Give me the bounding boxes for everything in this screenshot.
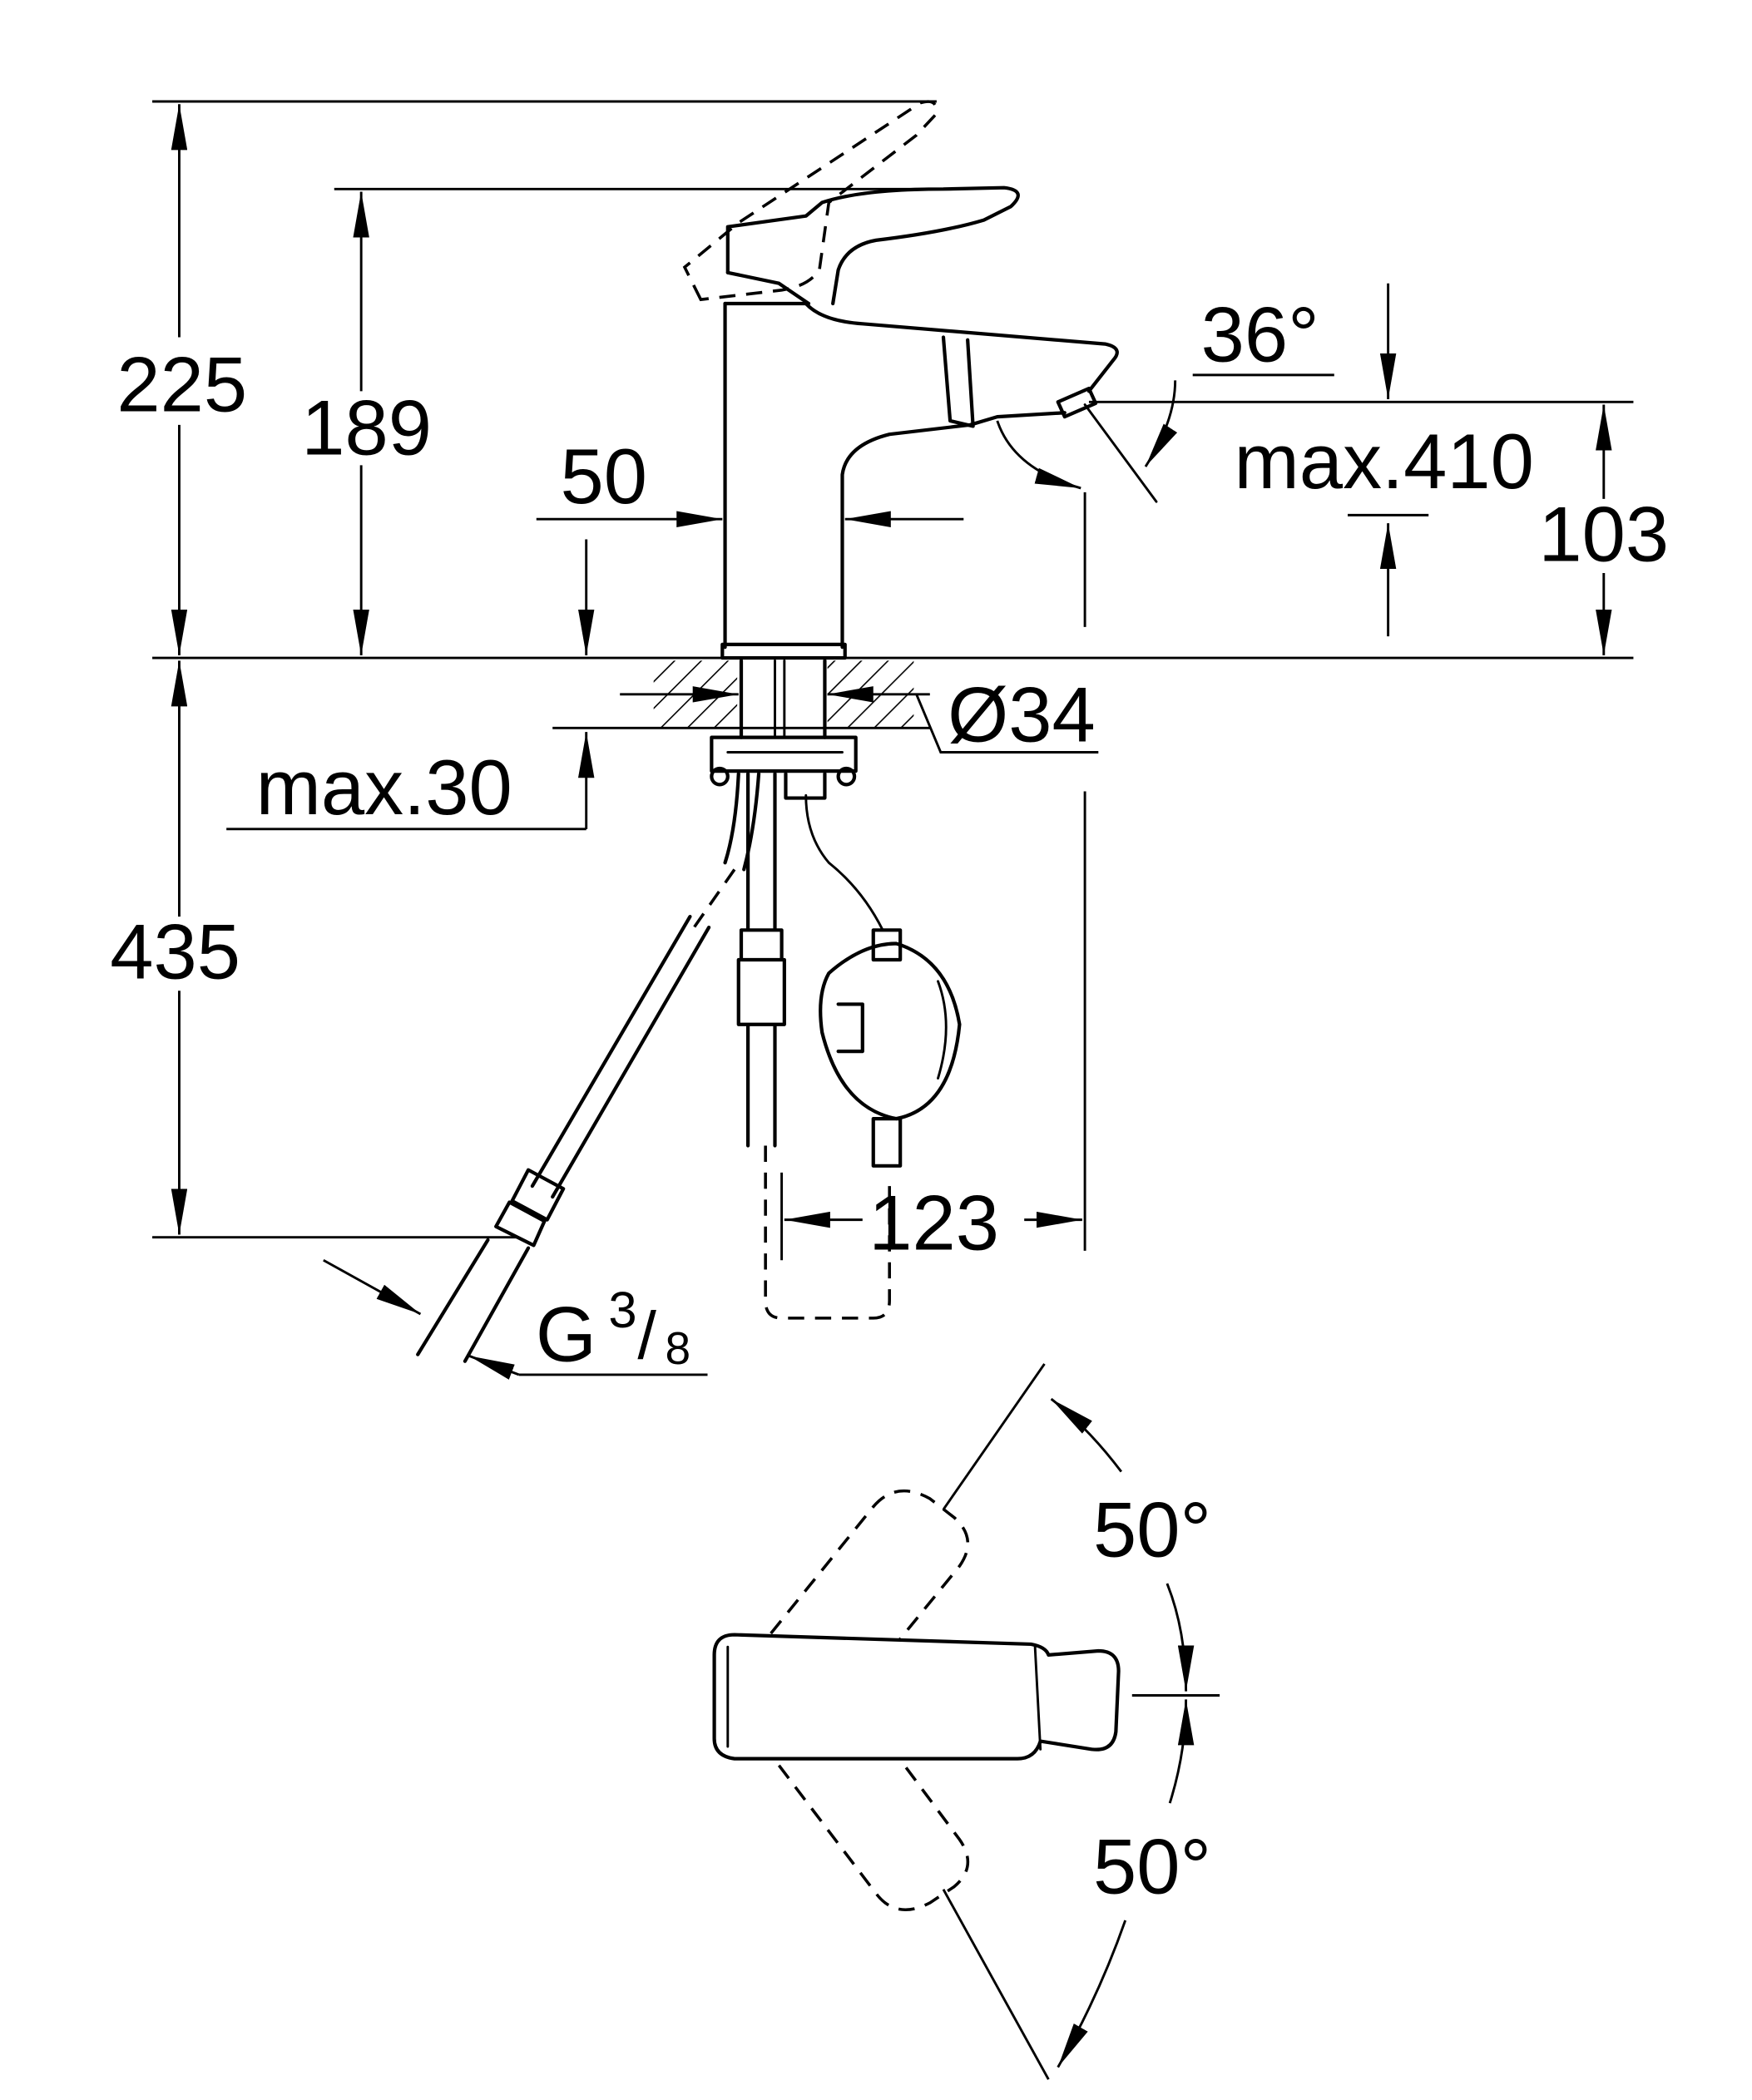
lever-top-inner-line [726, 1645, 1042, 1751]
thread-arrow-left [323, 1258, 422, 1316]
spray-direction-line [1083, 403, 1158, 503]
rotation-extension-upper [942, 1363, 1046, 1510]
control-unit-clip [836, 1002, 864, 1054]
control-cable-socket [784, 772, 827, 800]
rotation-lower-label: 50° [1093, 1823, 1211, 1910]
body-base-ring [720, 642, 847, 660]
thread-arrow-right [468, 1354, 520, 1380]
supply-hose-middle [736, 772, 891, 1320]
shank-center-lines [774, 659, 786, 739]
hose-left-break [692, 868, 736, 929]
lever-outline [725, 185, 1020, 306]
hose-length-label: 435 [110, 908, 240, 996]
projection-dimension: 123 [780, 791, 1086, 1266]
lever-rotated-upper-dashed [770, 1489, 970, 1662]
spray-angle-label: 36° [1201, 291, 1319, 378]
hose-middle-fitting [736, 928, 786, 1026]
rotation-lower-arc-bottom [1057, 1920, 1127, 2068]
spray-angle-arc-left [996, 420, 1081, 490]
thread-denominator: 8 [666, 1322, 691, 1374]
max-outlet-height-dimension: max.410 [1235, 283, 1534, 637]
hose-length-dimension: 435 [110, 660, 519, 1239]
mounting-nut [710, 735, 858, 773]
counter-thickness-label: max.30 [256, 744, 512, 831]
control-unit-bottom-connector [871, 1117, 903, 1168]
shank-diameter-leader [915, 694, 1099, 754]
thread-separator: / [637, 1298, 656, 1373]
projection-label: 123 [869, 1178, 999, 1266]
control-unit-rib [937, 980, 948, 1080]
max-outlet-height-label: max.410 [1235, 418, 1534, 505]
thread-prefix: G [536, 1291, 596, 1378]
lever-height-label: 189 [301, 383, 432, 471]
countertop-section [552, 659, 930, 739]
spray-angle-arc-right [1144, 380, 1178, 467]
raised-lever-dashed-outline [682, 100, 938, 302]
shank-outline [739, 659, 827, 739]
hose-left-pipe [416, 1238, 531, 1363]
height-dimensions: 225 189 [116, 100, 1634, 660]
hose-left-diagonal [530, 915, 711, 1199]
rotation-upper-arc-top [1050, 1397, 1123, 1473]
spout-height-label: 103 [1538, 490, 1669, 577]
body-width-label: 50 [561, 432, 648, 520]
supply-hose-left [416, 772, 761, 1363]
rotation-extension-lower [942, 1889, 1050, 2080]
pullout-separation-line [941, 335, 975, 428]
mounting-hardware [710, 735, 858, 787]
hose-left-fitting [494, 1168, 566, 1248]
connection-thread-dimension: G 3 / 8 [323, 1258, 708, 1380]
lever-base [725, 270, 811, 306]
lever-rotated-lower-dashed [777, 1744, 970, 1911]
mounting-bolt-left [710, 766, 730, 787]
spout-underside [840, 411, 1067, 650]
control-unit [784, 772, 962, 1168]
control-unit-body [819, 941, 962, 1121]
rotation-upper-label: 50° [1093, 1486, 1211, 1574]
counter-thickness-dimension: max.30 [226, 539, 595, 831]
spray-angle-dimension: 36° [996, 291, 1634, 627]
lever-top-view: 50° 50° [712, 1363, 1220, 2080]
body-width-dimension: 50 [536, 432, 964, 527]
control-cable [804, 793, 884, 931]
faucet-side-view [682, 100, 1119, 660]
thread-numerator: 3 [608, 1282, 636, 1339]
shank-diameter-label: Ø34 [948, 671, 1096, 758]
rotation-lower-arc-top [1168, 1699, 1195, 1804]
rotation-upper-arc-bottom [1166, 1583, 1195, 1692]
spout-height-dimension: 103 [1538, 404, 1669, 655]
shank-diameter-dimension: Ø34 [620, 671, 1099, 758]
spout-top [804, 301, 1119, 393]
lever-top-outline [712, 1633, 1121, 1761]
hose-left-upper [723, 772, 761, 872]
total-height-label: 225 [116, 341, 247, 428]
mounting-bolt-right [836, 766, 857, 787]
hose-middle-extension-dashed [764, 1145, 891, 1320]
